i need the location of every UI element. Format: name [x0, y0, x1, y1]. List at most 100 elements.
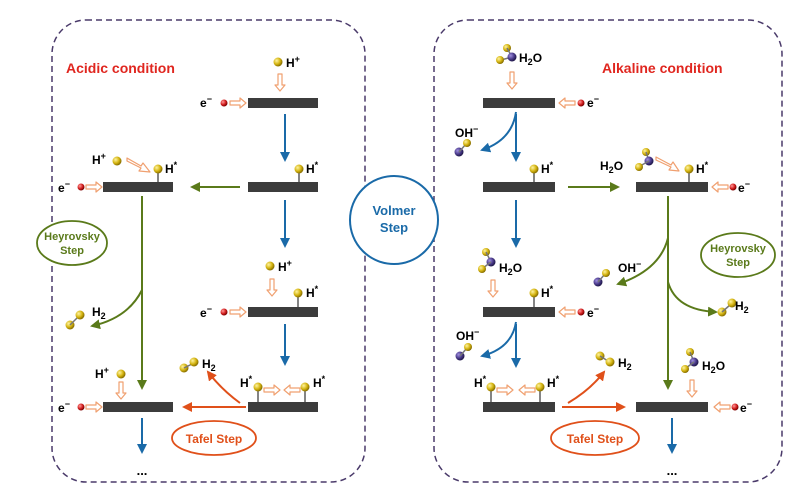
reaction-arrow	[616, 237, 669, 287]
hydrogen-atom-icon	[727, 298, 737, 308]
species-label: H*	[306, 284, 319, 300]
oxygen-atom-icon	[507, 52, 517, 62]
species-label: OH−	[456, 327, 479, 343]
ellipsis: ...	[667, 463, 678, 478]
reaction-arrow	[263, 384, 281, 396]
reaction-arrow	[496, 384, 514, 396]
electrode	[103, 182, 173, 192]
tafel-label: Tafel Step	[186, 432, 242, 446]
species-label: e−	[587, 304, 599, 320]
electrode	[248, 98, 318, 108]
adsorbed-hydrogen-icon	[300, 382, 310, 392]
reaction-arrow	[487, 279, 499, 298]
hydrogen-atom-icon	[75, 310, 85, 320]
tafel-step-badge	[171, 420, 257, 456]
adsorbed-hydrogen-icon	[294, 164, 304, 174]
hydrogen-atom-icon	[265, 261, 275, 271]
species-label: H*	[541, 160, 554, 176]
volmer-label-line1: Volmer	[372, 203, 415, 218]
species-label: e−	[200, 304, 212, 320]
reaction-arrow	[266, 278, 278, 297]
adsorbed-hydrogen-icon	[293, 288, 303, 298]
species-label: e−	[200, 94, 212, 110]
species-label: H2O	[499, 261, 522, 277]
volmer-label-line2: Step	[380, 220, 408, 235]
species-label: e−	[58, 399, 70, 415]
electrode	[248, 402, 318, 412]
species-label: H*	[165, 160, 178, 176]
electrode	[248, 307, 318, 317]
ellipsis: ...	[137, 463, 148, 478]
species-label: H*	[696, 160, 709, 176]
adsorbed-hydrogen-icon	[684, 164, 694, 174]
reaction-arrow	[711, 181, 729, 193]
reaction-arrow	[115, 381, 127, 400]
adsorbed-hydrogen-icon	[253, 382, 263, 392]
hydrogen-atom-icon	[463, 139, 471, 147]
electrode	[103, 402, 173, 412]
reaction-arrow	[518, 384, 536, 396]
species-label: H*	[306, 160, 319, 176]
electrode	[248, 182, 318, 192]
tafel-label: Tafel Step	[567, 432, 623, 446]
species-label: H2O	[519, 51, 542, 67]
heyrovsky-label-line1: Heyrovsky	[44, 231, 101, 243]
species-label: H*	[313, 374, 326, 390]
electrode	[483, 307, 555, 317]
reaction-arrow	[567, 370, 606, 404]
electrode	[636, 182, 708, 192]
species-label: H*	[240, 374, 253, 390]
hydrogen-atom-icon	[273, 57, 283, 67]
electron-icon	[731, 403, 739, 411]
electron-icon	[77, 183, 85, 191]
heyrovsky-label-line2: Step	[726, 257, 750, 269]
heyrovsky-step-badge	[700, 232, 776, 278]
reaction-arrow	[480, 111, 517, 153]
reaction-arrow	[126, 157, 151, 173]
species-label: OH−	[455, 124, 478, 140]
reaction-arrow	[274, 73, 286, 92]
electron-icon	[77, 403, 85, 411]
reaction-arrow	[229, 97, 247, 109]
reaction-arrow	[558, 97, 576, 109]
hydrogen-atom-icon	[605, 357, 615, 367]
electrode	[636, 402, 708, 412]
species-label: OH−	[618, 259, 641, 275]
electron-icon	[577, 99, 585, 107]
adsorbed-hydrogen-icon	[535, 382, 545, 392]
reaction-arrow	[283, 384, 301, 396]
reaction-arrow	[558, 306, 576, 318]
species-label: H2	[735, 299, 749, 315]
electron-icon	[220, 99, 228, 107]
species-label: H+	[95, 365, 109, 381]
adsorbed-hydrogen-icon	[486, 382, 496, 392]
electrode	[483, 402, 555, 412]
hydrogen-atom-icon	[496, 56, 504, 64]
reaction-arrow	[90, 289, 143, 330]
species-label: H*	[541, 284, 554, 300]
reaction-arrow	[85, 181, 103, 193]
hydrogen-atom-icon	[112, 156, 122, 166]
species-label: H+	[286, 54, 300, 70]
reaction-arrow	[229, 306, 247, 318]
reaction-arrow	[480, 321, 517, 359]
species-label: e−	[58, 179, 70, 195]
alkaline-title: Alkaline condition	[602, 60, 723, 76]
electrode	[483, 98, 555, 108]
volmer-step-badge	[349, 175, 439, 265]
species-label: H2	[92, 305, 106, 321]
heyrovsky-label-line2: Step	[60, 245, 84, 257]
species-label: e−	[738, 179, 750, 195]
hydrogen-atom-icon	[464, 343, 472, 351]
tafel-step-badge	[550, 420, 640, 456]
reaction-arrow	[667, 281, 718, 317]
hydrogen-atom-icon	[635, 163, 643, 171]
species-label: H+	[92, 151, 106, 167]
species-label: H*	[547, 374, 560, 390]
species-label: e−	[587, 94, 599, 110]
adsorbed-hydrogen-icon	[529, 288, 539, 298]
species-label: e−	[740, 399, 752, 415]
hydrogen-atom-icon	[189, 357, 199, 367]
